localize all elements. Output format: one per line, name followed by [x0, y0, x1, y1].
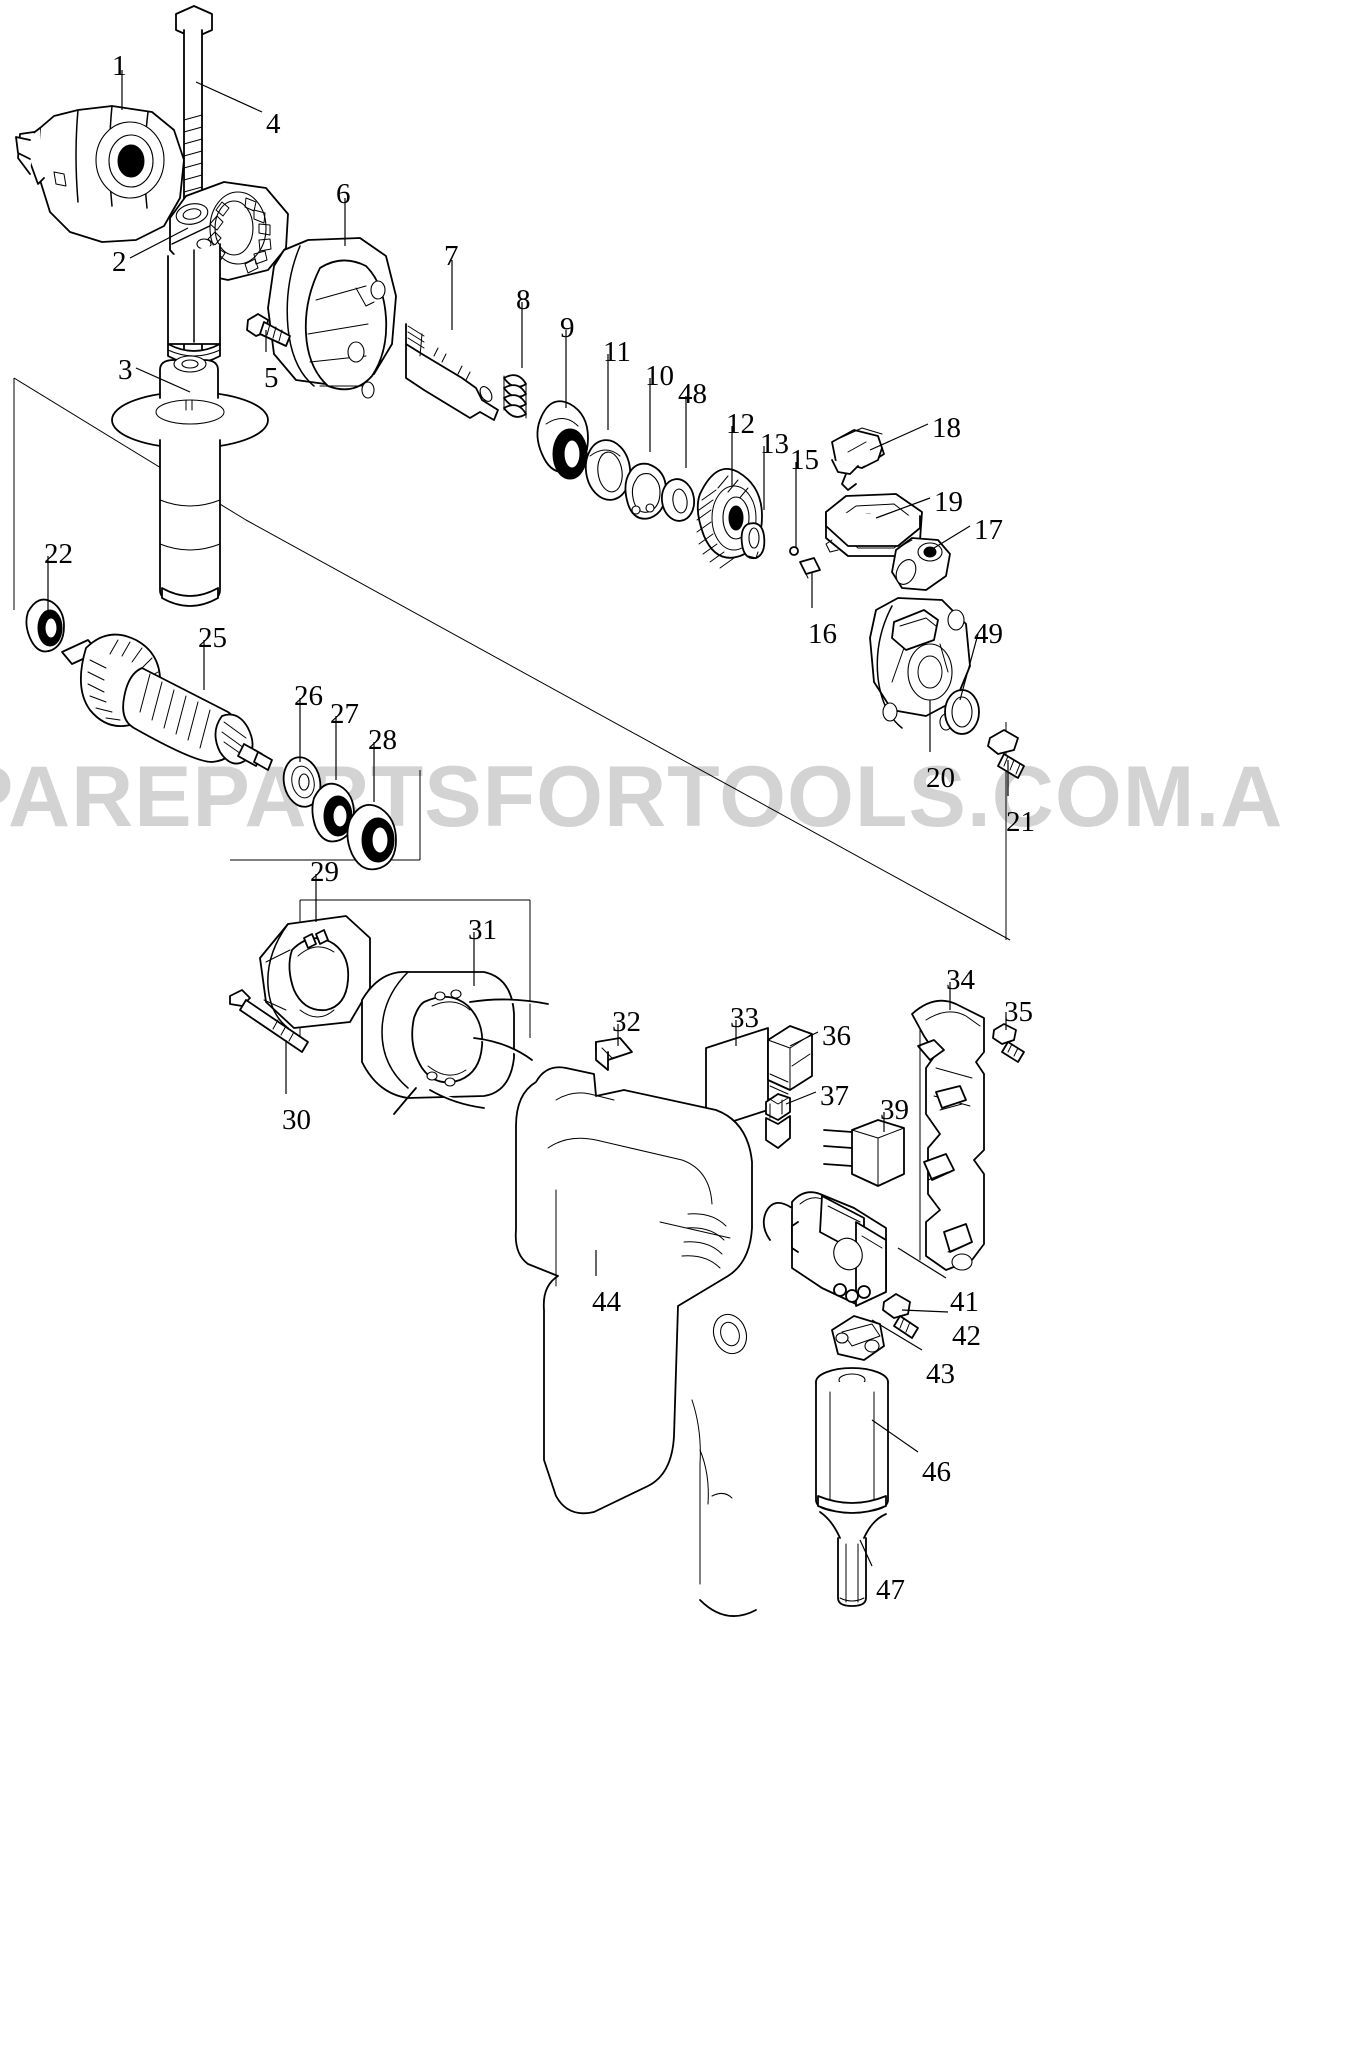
callout-number-21: 21 — [1006, 806, 1035, 838]
leader-line-18 — [869, 423, 929, 451]
leader-line-41 — [897, 1247, 947, 1279]
leader-line-47 — [859, 1539, 873, 1567]
callout-number-31: 31 — [468, 914, 497, 946]
callout-number-47: 47 — [876, 1574, 905, 1606]
callout-number-49: 49 — [974, 618, 1003, 650]
part-chuck-key-holder — [167, 181, 289, 364]
callout-number-28: 28 — [368, 724, 397, 756]
callout-number-22: 22 — [44, 538, 73, 570]
callout-number-3: 3 — [118, 354, 133, 386]
callout-number-10: 10 — [645, 360, 674, 392]
part-change-lever-knob — [831, 427, 885, 491]
part-drill-chuck — [15, 105, 185, 243]
part-tapping-screw — [246, 313, 291, 347]
part-main-housing-body — [514, 1066, 757, 1617]
callout-number-13: 13 — [760, 428, 789, 460]
callout-number-1: 1 — [112, 50, 127, 82]
callout-number-34: 34 — [946, 964, 975, 996]
part-tapping-screw-bind — [987, 729, 1025, 779]
callout-number-18: 18 — [932, 412, 961, 444]
callout-number-41: 41 — [950, 1286, 979, 1318]
part-cord-clamp — [831, 1315, 885, 1361]
part-flat-washer — [584, 439, 632, 501]
callout-number-33: 33 — [730, 1002, 759, 1034]
part-housing-cover-latch — [595, 1037, 633, 1071]
callout-number-9: 9 — [560, 312, 575, 344]
leader-line-17 — [933, 525, 971, 549]
callout-number-4: 4 — [266, 108, 281, 140]
callout-number-12: 12 — [726, 408, 755, 440]
part-ball-bearing — [536, 400, 589, 480]
part-compression-spring — [503, 374, 527, 419]
part-spindle — [405, 323, 499, 421]
part-noise-suppressor — [823, 1119, 905, 1187]
callout-number-16: 16 — [808, 618, 837, 650]
part-brush-holder-assembly — [259, 915, 371, 1029]
part-ball-bearing-rear — [311, 782, 355, 843]
callout-number-19: 19 — [934, 486, 963, 518]
leader-line-46 — [871, 1419, 919, 1453]
part-retaining-ring — [624, 462, 667, 520]
part-armature — [61, 633, 273, 771]
part-cord-clamp-screw — [882, 1293, 919, 1339]
callout-number-2: 2 — [112, 246, 127, 278]
callout-number-35: 35 — [1004, 996, 1033, 1028]
part-brush-terminal — [765, 1093, 791, 1149]
callout-number-29: 29 — [310, 856, 339, 888]
callout-number-37: 37 — [820, 1080, 849, 1112]
callout-number-43: 43 — [926, 1358, 955, 1390]
part-retaining-ring-small — [740, 522, 766, 560]
callout-number-26: 26 — [294, 680, 323, 712]
part-handle-cover — [911, 999, 985, 1271]
part-long-screw — [229, 989, 309, 1053]
callout-number-7: 7 — [444, 240, 459, 272]
part-field-stator — [361, 971, 549, 1115]
leader-line-19 — [875, 497, 931, 519]
part-change-lever — [891, 537, 951, 591]
part-ball-bearing-front — [346, 804, 397, 871]
callout-number-36: 36 — [822, 1020, 851, 1052]
callout-number-15: 15 — [790, 444, 819, 476]
part-felt-washer — [282, 756, 322, 808]
callout-number-44: 44 — [592, 1286, 621, 1318]
callout-number-27: 27 — [330, 698, 359, 730]
leader-line-3 — [135, 367, 191, 393]
callout-number-32: 32 — [612, 1006, 641, 1038]
leader-line-43 — [871, 1319, 923, 1351]
leader-line-49 — [959, 633, 979, 701]
part-power-cord — [819, 1511, 887, 1607]
callout-number-5: 5 — [264, 362, 279, 394]
part-pin — [799, 557, 821, 579]
callout-number-42: 42 — [952, 1320, 981, 1352]
part-cord-armor — [815, 1367, 889, 1514]
callout-number-30: 30 — [282, 1104, 311, 1136]
callout-number-6: 6 — [336, 178, 351, 210]
part-brush-holder-plate — [869, 597, 971, 731]
part-o-ring — [944, 689, 980, 735]
part-tapping-screw-handle — [992, 1023, 1025, 1063]
callout-number-25: 25 — [198, 622, 227, 654]
callout-number-48: 48 — [678, 378, 707, 410]
leader-line-37 — [785, 1091, 817, 1105]
callout-number-11: 11 — [603, 336, 631, 368]
callout-number-8: 8 — [516, 284, 531, 316]
callout-number-39: 39 — [880, 1094, 909, 1126]
callout-number-46: 46 — [922, 1456, 951, 1488]
callout-number-17: 17 — [974, 514, 1003, 546]
part-side-grip — [111, 355, 269, 607]
leader-line-36 — [789, 1031, 819, 1047]
callout-number-20: 20 — [926, 762, 955, 794]
part-steel-ball — [789, 546, 799, 556]
part-gear-housing — [267, 237, 397, 399]
callout-leader-lines — [47, 70, 1009, 1567]
leader-line-4 — [195, 81, 263, 113]
part-ball-bearing-small — [25, 598, 65, 653]
leader-line-42 — [901, 1309, 949, 1313]
part-switch-assembly — [762, 1191, 887, 1307]
part-carbon-brush — [767, 1025, 813, 1095]
leader-line-2 — [129, 227, 189, 259]
part-bushing — [660, 478, 696, 522]
